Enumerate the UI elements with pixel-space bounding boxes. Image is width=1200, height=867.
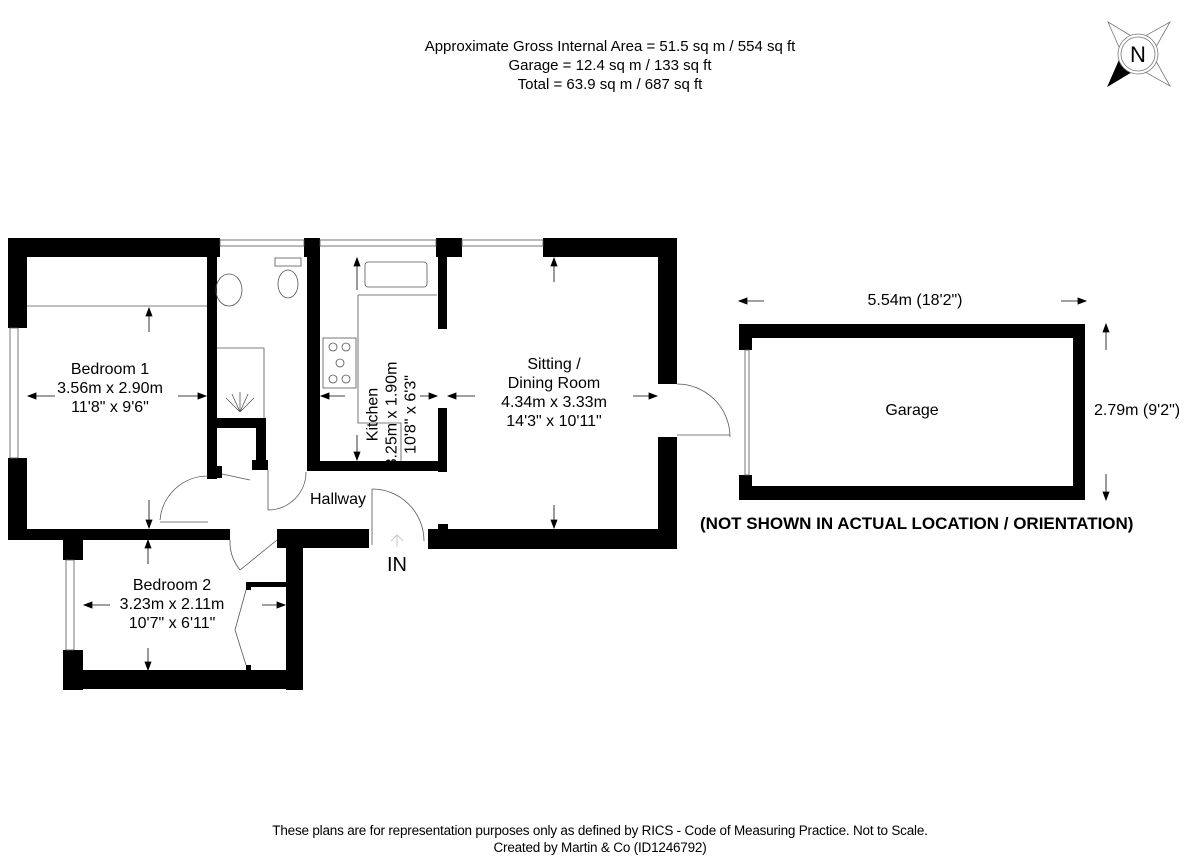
windows — [9, 239, 750, 651]
room-name: Bedroom 1 — [70, 361, 150, 378]
fixtures — [27, 257, 731, 666]
area-summary: Approximate Gross Internal Area = 51.5 s… — [300, 37, 920, 94]
room-bedroom-2: Bedroom 2 3.23m x 2.11m 10'7" x 6'11" — [92, 576, 252, 633]
room-imperial: 11'8" x 9'6" — [71, 399, 149, 416]
room-kitchen: Kitchen 3.25m x 1.90m 10'8" x 6'3" — [364, 335, 421, 495]
room-sitting-dining: Sitting / Dining Room 4.34m x 3.33m 14'3… — [474, 355, 634, 431]
garage-width-dimension: 5.54m (18'2") — [867, 292, 963, 309]
room-name: Kitchen — [364, 387, 382, 442]
room-imperial: 10'8" x 6'3" — [402, 375, 420, 454]
walls — [8, 238, 1085, 690]
room-bedroom-1: Bedroom 1 3.56m x 2.90m 11'8" x 9'6" — [40, 360, 180, 417]
room-name: Bedroom 2 — [132, 577, 212, 594]
disclaimer-text: These plans are for representation purpo… — [272, 823, 928, 838]
gross-internal-area: Approximate Gross Internal Area = 51.5 s… — [424, 38, 796, 55]
dimension-arrows — [26, 256, 1110, 672]
garage-depth-dimension: 2.79m (9'2") — [1094, 402, 1181, 419]
room-metric: 4.34m x 3.33m — [501, 394, 607, 411]
creator-credit: Created by Martin & Co (ID1246792) — [493, 840, 707, 855]
garage-area: Garage = 12.4 sq m / 133 sq ft — [508, 57, 712, 74]
room-metric: 3.56m x 2.90m — [57, 380, 163, 397]
room-imperial: 10'7" x 6'11" — [128, 615, 216, 632]
room-imperial: 14'3" x 10'11" — [506, 413, 602, 430]
compass-north-label: N — [1130, 42, 1146, 67]
garage-location-note: (NOT SHOWN IN ACTUAL LOCATION / ORIENTAT… — [700, 514, 1134, 533]
room-name-line1: Sitting / — [527, 356, 581, 373]
compass-icon — [1107, 20, 1172, 88]
total-area: Total = 63.9 sq m / 687 sq ft — [517, 76, 703, 93]
room-name-line2: Dining Room — [507, 375, 601, 392]
room-garage: Garage — [885, 402, 939, 419]
disclaimer-footer: These plans are for representation purpo… — [200, 822, 1000, 856]
room-metric: 3.25m x 1.90m — [383, 361, 401, 468]
room-hallway: Hallway — [309, 491, 366, 508]
entrance-label: IN — [387, 554, 407, 576]
room-metric: 3.23m x 2.11m — [119, 596, 225, 613]
